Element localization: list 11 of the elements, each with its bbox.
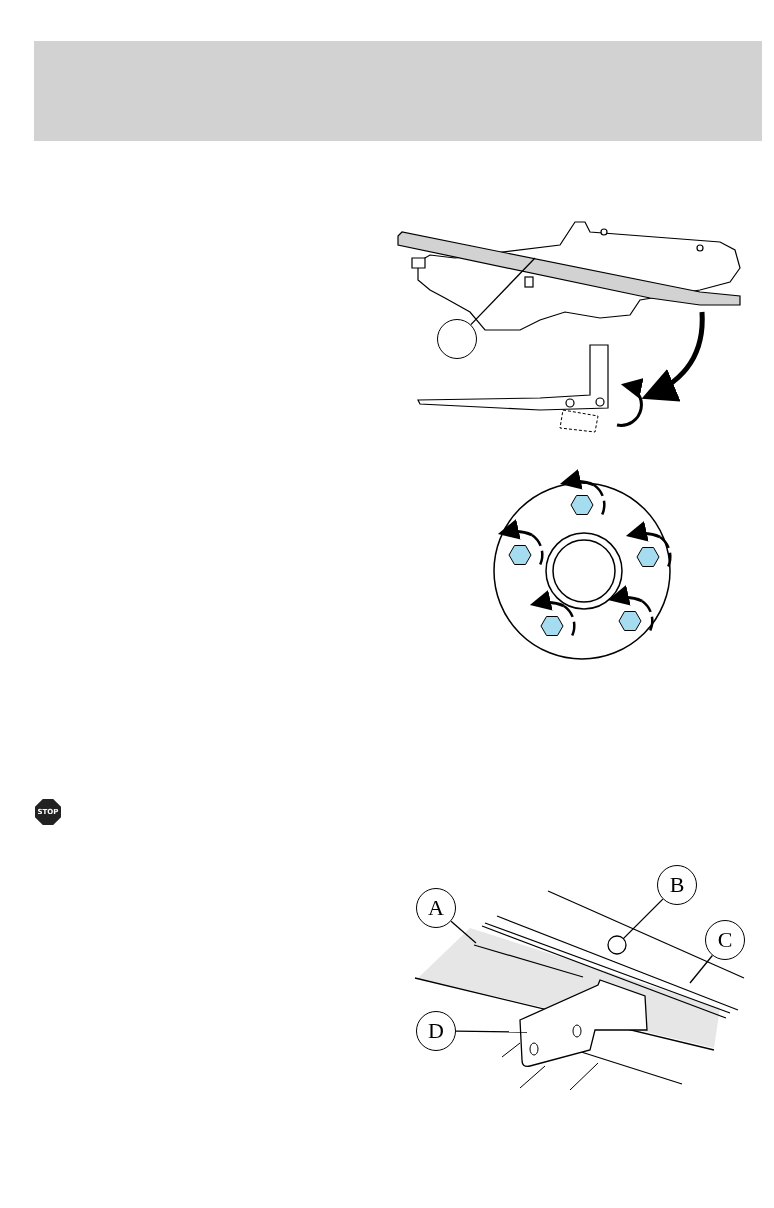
callout-circle	[437, 319, 477, 359]
leader-line	[455, 1030, 528, 1033]
leader-line	[689, 954, 713, 984]
callout-letter: B	[657, 865, 697, 905]
callout-letter: A	[416, 888, 456, 928]
leader-line	[622, 898, 664, 940]
leader-line	[470, 257, 536, 326]
hole	[607, 935, 627, 955]
callout-letter: C	[705, 920, 745, 960]
leader-line	[450, 920, 477, 944]
callout-letter: D	[416, 1011, 456, 1051]
